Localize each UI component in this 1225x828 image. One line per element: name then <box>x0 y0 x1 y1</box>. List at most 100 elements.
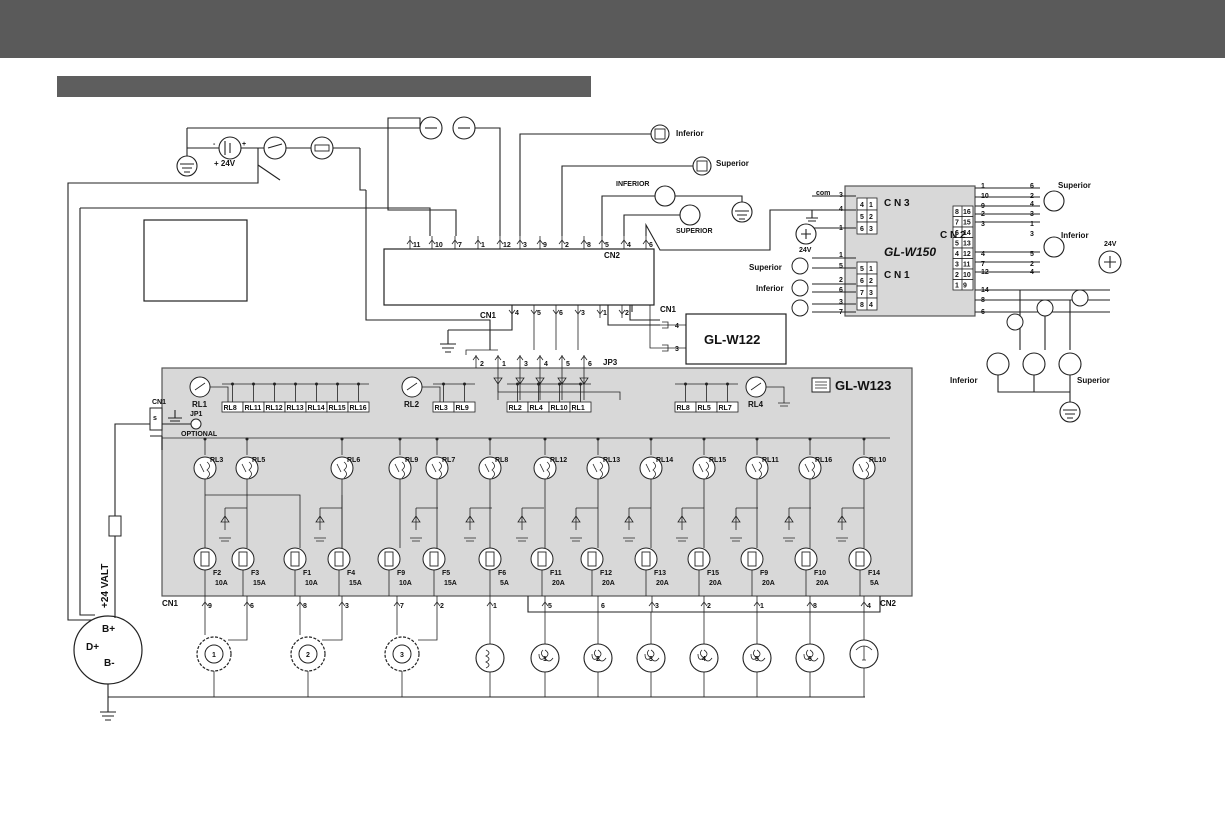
relay-strip-label: RL5 <box>698 405 711 412</box>
svg-text:1: 1 <box>839 225 843 232</box>
fuse-name: F10 <box>814 570 826 577</box>
cn1-pin-label: 6 <box>559 310 563 317</box>
svg-text:1: 1 <box>869 266 873 273</box>
svg-text:3: 3 <box>839 299 843 306</box>
inferior-top-label: Inferior <box>676 129 704 138</box>
fuse-amp: 20A <box>656 580 669 587</box>
svg-text:1: 1 <box>981 183 985 190</box>
svg-text:7: 7 <box>955 220 959 227</box>
svg-text:6: 6 <box>955 230 959 237</box>
svg-text:2: 2 <box>1030 193 1034 200</box>
bottom-pin-label: 8 <box>303 603 307 610</box>
blower-number: 3 <box>400 652 404 659</box>
cn1-pin-label: 3 <box>581 310 585 317</box>
svg-text:14: 14 <box>981 287 989 294</box>
svg-text:6: 6 <box>981 309 985 316</box>
svg-text:3: 3 <box>981 221 985 228</box>
bottom-pin-label: 1 <box>493 603 497 610</box>
jp3-pin-label: 3 <box>524 361 528 368</box>
top-pin-label: 4 <box>627 242 631 249</box>
relay-top-label: RL1 <box>192 400 208 409</box>
cn2-bottom-label: CN2 <box>880 599 897 608</box>
svg-text:9: 9 <box>981 203 985 210</box>
svg-text:7: 7 <box>860 290 864 297</box>
fuse-amp: 5A <box>500 580 509 587</box>
svg-text:2: 2 <box>1030 261 1034 268</box>
top-pin-label: 10 <box>435 242 443 249</box>
svg-text:-: - <box>213 141 216 148</box>
bottom-pin-label: 8 <box>813 603 817 610</box>
jp3-pin-label: 6 <box>588 361 592 368</box>
svg-text:16: 16 <box>963 209 971 216</box>
svg-text:4: 4 <box>860 202 864 209</box>
fuse-amp: 20A <box>602 580 615 587</box>
svg-text:14: 14 <box>963 230 971 237</box>
relay-strip-label: RL11 <box>245 405 262 412</box>
svg-text:1: 1 <box>869 202 873 209</box>
top-pin-label: 9 <box>543 242 547 249</box>
svg-text:4: 4 <box>1030 201 1034 208</box>
battery-label: + 24V <box>214 159 236 168</box>
relay-row-label: RL10 <box>869 457 886 464</box>
blower-number: 1 <box>212 652 216 659</box>
svg-text:10: 10 <box>963 272 971 279</box>
bottom-pin-label: 2 <box>440 603 444 610</box>
blower-number: 2 <box>306 652 310 659</box>
relay-row-label: RL6 <box>347 457 360 464</box>
svg-text:3: 3 <box>839 192 843 199</box>
fuse-amp: 20A <box>816 580 829 587</box>
fan-number: 2 <box>596 656 600 663</box>
cn1-w122-label: CN1 <box>660 305 677 314</box>
svg-text:7: 7 <box>839 309 843 316</box>
svg-text:5: 5 <box>860 214 864 221</box>
bottom-pin-label: 5 <box>548 603 552 610</box>
svg-text:CN1: CN1 <box>152 399 166 406</box>
sensor-inferior-fan: INFERIOR <box>601 181 753 236</box>
svg-text:24V: 24V <box>1104 241 1117 248</box>
svg-text:8: 8 <box>981 297 985 304</box>
bottom-pin-label: 6 <box>601 603 605 610</box>
svg-text:12: 12 <box>981 269 989 276</box>
w150-cn3-label: C N 3 <box>884 198 910 209</box>
top-pin-label: 11 <box>413 242 421 249</box>
relay-strip-label: RL15 <box>329 405 346 412</box>
svg-text:1: 1 <box>839 252 843 259</box>
svg-text:7: 7 <box>981 261 985 268</box>
svg-text:9: 9 <box>963 283 967 290</box>
svg-text:3: 3 <box>869 290 873 297</box>
fuse-name: F14 <box>868 570 880 577</box>
svg-text:+: + <box>242 141 246 148</box>
svg-text:4: 4 <box>1030 269 1034 276</box>
relay-row-label: RL5 <box>252 457 265 464</box>
bottom-pin-label: 3 <box>345 603 349 610</box>
w150-superior-label: Superior <box>749 263 782 272</box>
gl-w122-title: GL-W122 <box>704 332 760 347</box>
relay-strip-label: RL12 <box>266 405 283 412</box>
bottom-pin-label: 7 <box>400 603 404 610</box>
svg-text:2: 2 <box>839 277 843 284</box>
header-bar <box>0 0 1225 58</box>
w150-superior-right-label: Superior <box>1058 181 1091 190</box>
relay-strip-label: RL8 <box>224 405 237 412</box>
fuse-name: F2 <box>213 570 221 577</box>
svg-text:4: 4 <box>839 206 843 213</box>
jp3-pin-label: 1 <box>502 361 506 368</box>
svg-text:3: 3 <box>1030 211 1034 218</box>
gl-w123-title: GL-W123 <box>835 378 891 393</box>
fuse-name: F12 <box>600 570 612 577</box>
inferior-fan-label: INFERIOR <box>616 181 649 188</box>
relay-row-label: RL13 <box>603 457 620 464</box>
fuse-row: F210AF315AF110AF415AF910AF515AF65AF1120A… <box>193 547 880 596</box>
cn1-pin-label: 1 <box>603 310 607 317</box>
relay-strip-label: RL14 <box>308 405 325 412</box>
w122-pin-label: 4 <box>675 323 679 330</box>
bottom-superior-label: Superior <box>1077 376 1110 385</box>
sensor-superior-fan: SUPERIOR <box>623 204 713 236</box>
w150-left-wiring: 24V com Superior Inferior <box>749 190 856 317</box>
relay-top-label: RL2 <box>404 400 420 409</box>
sensor-superior-top: Superior <box>561 156 749 236</box>
